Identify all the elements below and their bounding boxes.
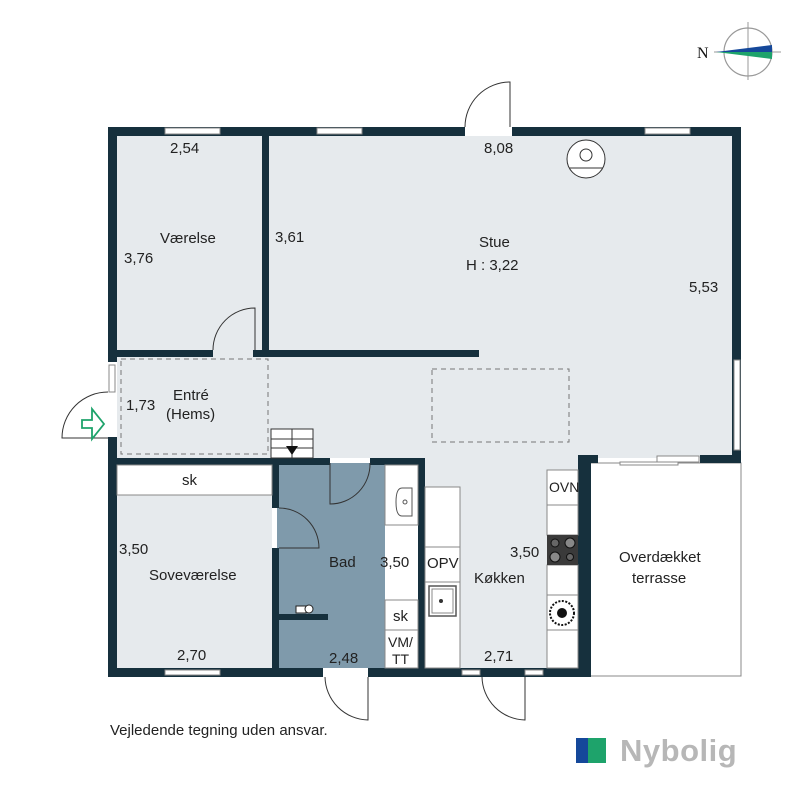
bad-name: Bad	[329, 554, 356, 571]
laundry-label-2: TT	[392, 651, 410, 667]
logo-mark-icon	[576, 738, 606, 763]
terrasse-name-2: terrasse	[632, 570, 686, 587]
brand-name: Nybolig	[620, 733, 738, 768]
windows	[108, 127, 741, 676]
terrasse-name-1: Overdækket	[619, 549, 702, 566]
entre-sub: (Hems)	[166, 406, 215, 423]
entrance-arrow-icon	[81, 406, 106, 442]
laundry-area	[384, 629, 419, 669]
stue-name: Stue	[479, 234, 510, 251]
bad-width: 2,48	[329, 650, 358, 667]
vaerelse-name: Værelse	[160, 230, 216, 247]
kitchen-sink-icon	[428, 585, 457, 617]
compass-icon: N	[697, 22, 781, 80]
hob-icon	[547, 535, 578, 565]
laundry-label-1: VM/	[388, 634, 413, 650]
stue-depth-right: 5,53	[689, 279, 718, 296]
bedroom-closet-label: sk	[182, 472, 198, 489]
bad-depth: 3,50	[380, 554, 409, 571]
oven-label: OVN	[549, 479, 579, 495]
koekken-depth: 3,50	[510, 544, 539, 561]
compass-north-label: N	[697, 45, 709, 62]
bath-closet-label: sk	[393, 608, 409, 625]
hems-outline	[120, 358, 269, 455]
sovevaerelse-width: 2,70	[177, 647, 206, 664]
stue-depth-left: 3,61	[275, 229, 304, 246]
nybolig-logo: Nybolig	[576, 733, 738, 768]
disclaimer-text: Vejledende tegning uden ansvar.	[110, 722, 328, 739]
skylight-outline	[431, 368, 570, 443]
stairs-icon	[270, 428, 314, 459]
vaerelse-depth: 3,76	[124, 250, 153, 267]
koekken-name: Køkken	[474, 570, 525, 587]
fireplace-icon	[566, 139, 606, 179]
dishwasher-label: OPV	[427, 555, 459, 572]
sink-icon	[395, 487, 413, 517]
entre-name: Entré	[173, 387, 209, 404]
main-floor	[117, 136, 733, 458]
extractor-fan-icon	[546, 594, 579, 631]
vaerelse-width: 2,54	[170, 140, 199, 157]
stue-width: 8,08	[484, 140, 513, 157]
entre-depth: 1,73	[126, 397, 155, 414]
bedroom-closet	[116, 464, 273, 496]
sovevaerelse-name: Soveværelse	[149, 567, 237, 584]
stue-height: H : 3,22	[466, 257, 519, 274]
bathroom-floor	[277, 463, 385, 668]
toilet-icon	[295, 604, 314, 614]
koekken-width: 2,71	[484, 648, 513, 665]
sovevaerelse-depth: 3,50	[119, 541, 148, 558]
bath-closet	[384, 599, 419, 631]
doors	[61, 81, 526, 721]
